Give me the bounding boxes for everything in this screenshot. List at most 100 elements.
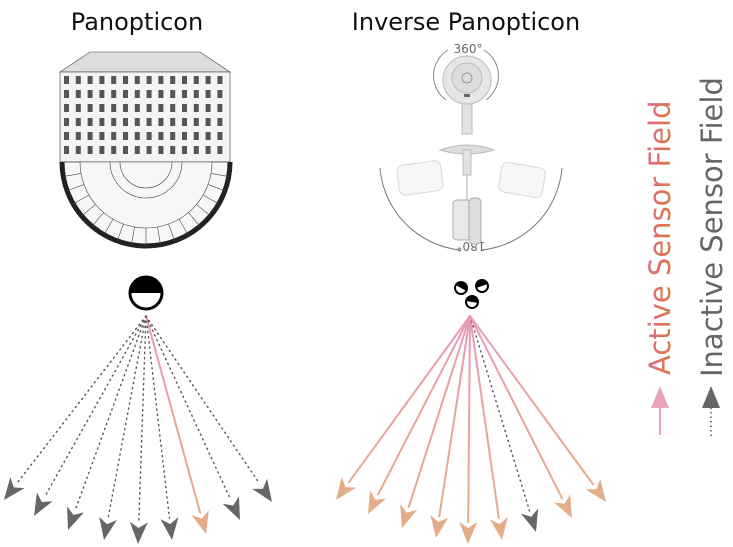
window-mark	[193, 104, 199, 112]
window-mark	[99, 146, 105, 154]
window-mark	[146, 118, 152, 126]
cell-divider	[196, 204, 211, 217]
window-mark	[75, 90, 81, 98]
window-mark	[99, 118, 105, 126]
window-mark	[193, 76, 199, 84]
arrow-head	[191, 510, 209, 534]
window-mark	[99, 76, 105, 84]
inverse-panopticon-sensor-fields	[336, 315, 606, 544]
inactive-sensor-arrow	[145, 315, 240, 520]
window-mark	[111, 146, 117, 154]
inverse-panopticon-title: Inverse Panopticon	[352, 8, 580, 36]
arrow-head	[160, 517, 179, 540]
window-mark	[205, 76, 211, 84]
window-mark	[170, 90, 176, 98]
window-mark	[64, 132, 69, 140]
arrow-head	[459, 521, 478, 544]
window-mark	[75, 132, 81, 140]
active-sensor-arrow	[336, 315, 471, 500]
arrow-shaft	[347, 315, 471, 484]
cell-divider	[168, 223, 176, 242]
inactive-sensor-arrow	[67, 315, 147, 530]
window-mark	[134, 104, 140, 112]
window-mark	[217, 104, 223, 112]
window-mark	[111, 104, 117, 112]
legend-inactive-label: Inactive Sensor Field	[695, 77, 729, 377]
window-mark	[134, 76, 140, 84]
arrow-head	[520, 508, 539, 532]
arrow-head	[430, 514, 449, 538]
window-mark	[146, 146, 152, 154]
arrow-shaft	[469, 315, 564, 500]
arrow-head	[34, 492, 53, 516]
arrow-shaft	[469, 315, 500, 520]
window-mark	[182, 104, 187, 112]
active-sensor-arrow	[469, 315, 508, 540]
inactive-sensor-arrow	[99, 315, 147, 540]
window-mark	[87, 146, 93, 154]
window-mark	[75, 104, 81, 112]
arrow-head	[554, 494, 572, 518]
window-mark	[158, 76, 164, 84]
inactive-sensor-arrow	[129, 315, 148, 544]
window-mark	[193, 146, 199, 154]
window-mark	[170, 76, 176, 84]
window-mark	[75, 146, 81, 154]
window-mark	[123, 146, 128, 154]
window-mark	[217, 146, 223, 154]
cell-divider	[73, 194, 89, 205]
legend-inactive-arrow-icon	[702, 386, 720, 436]
window-mark	[170, 104, 176, 112]
cell-divider	[210, 173, 229, 177]
active-sensor-arrow	[400, 315, 471, 528]
window-mark	[158, 118, 164, 126]
window-mark	[158, 132, 164, 140]
arrow-shaft	[138, 315, 147, 523]
single-eye-icon	[128, 275, 164, 311]
window-mark	[205, 104, 211, 112]
window-mark	[182, 118, 187, 126]
arrow-shaft	[107, 315, 147, 520]
legend-active-arrow-icon	[651, 386, 669, 435]
window-mark	[75, 118, 81, 126]
cell-divider	[157, 226, 161, 245]
window-mark	[170, 146, 176, 154]
window-mark	[182, 90, 187, 98]
window-mark	[146, 90, 152, 98]
inactive-sensor-arrow	[469, 315, 539, 532]
window-mark	[111, 132, 117, 140]
inactive-sensor-arrow	[145, 315, 272, 502]
multiple-eyes-icon	[454, 279, 489, 309]
window-mark	[217, 76, 223, 84]
window-mark	[123, 76, 128, 84]
window-mark	[217, 132, 223, 140]
cell-divider	[178, 219, 189, 235]
window-mark	[87, 90, 93, 98]
arrow-head	[368, 490, 387, 514]
window-mark	[205, 132, 211, 140]
window-mark	[64, 76, 69, 84]
window-mark	[158, 146, 164, 154]
window-mark	[182, 146, 187, 154]
inactive-sensor-arrow	[34, 315, 147, 516]
window-mark	[158, 104, 164, 112]
camera-illustration: 360° 180°	[379, 42, 563, 253]
rotation-360-label: 360°	[454, 42, 483, 56]
window-mark	[111, 76, 117, 84]
arrow-head	[585, 478, 606, 502]
window-mark	[193, 118, 199, 126]
window-mark	[99, 90, 105, 98]
window-mark	[170, 132, 176, 140]
window-mark	[111, 90, 117, 98]
window-mark	[87, 76, 93, 84]
window-mark	[193, 90, 199, 98]
window-mark	[217, 118, 223, 126]
window-mark	[158, 90, 164, 98]
window-mark	[123, 132, 128, 140]
window-mark	[205, 118, 211, 126]
arrow-shaft	[377, 315, 471, 496]
cell-divider	[81, 204, 96, 217]
cell-divider	[116, 223, 124, 242]
panopticon-title: Panopticon	[71, 8, 203, 36]
